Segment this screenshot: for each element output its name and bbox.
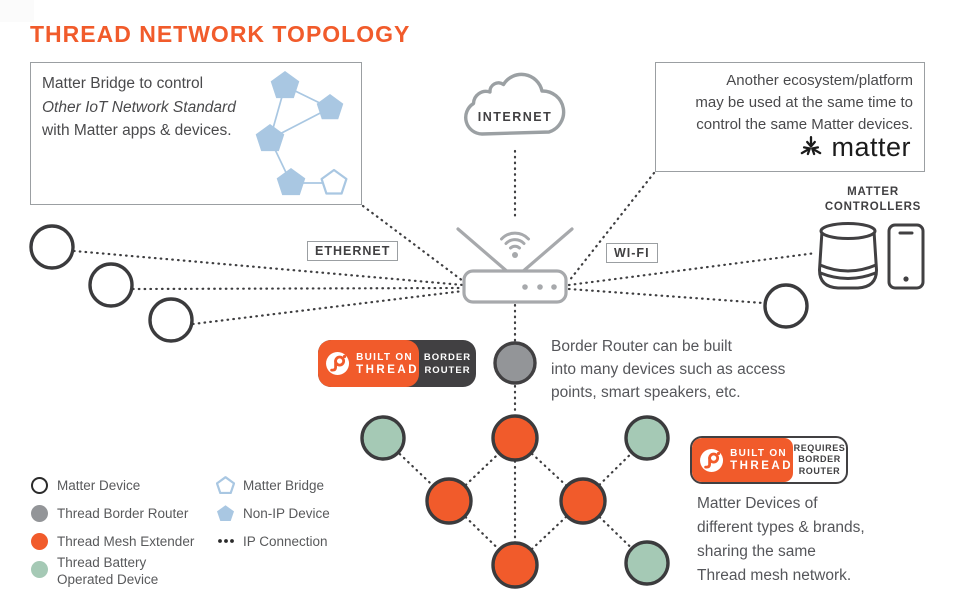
ecosystem-box-text: Another ecosystem/platform may be used a… — [655, 70, 913, 136]
eco-text-line2: may be used at the same time to — [695, 94, 913, 111]
badge-orange-section: BUILT ON THREAD — [692, 438, 793, 482]
matter-logo: matter — [797, 132, 911, 163]
matter-bridge-box-text: Matter Bridge to control Other IoT Netwo… — [42, 72, 236, 143]
matter-controllers-label: MATTER CONTROLLERS — [824, 186, 922, 213]
legend-label: Non-IP Device — [243, 506, 330, 521]
ethernet-label: ETHERNET — [307, 241, 399, 261]
legend-battery-device-icon — [31, 561, 48, 578]
legend-label: Matter Bridge — [243, 478, 325, 493]
legend-label: IP Connection — [243, 534, 328, 549]
bridge-text-line3: with Matter apps & devices. — [42, 122, 232, 139]
legend-matter-device-icon — [31, 477, 48, 494]
router-icon — [456, 227, 574, 304]
internet-label: INTERNET — [477, 110, 553, 124]
bridge-text-line2: Other IoT Network Standard — [42, 98, 236, 116]
legend-ip-connection-icon — [218, 539, 234, 543]
internet-cloud-icon — [464, 72, 566, 136]
legend-mesh-extender-icon — [31, 533, 48, 550]
bridge-text-line1: Matter Bridge to control — [42, 75, 204, 92]
built-on-thread-border-router-badge: BUILT ON THREAD BORDER ROUTER — [318, 340, 476, 387]
legend-label: Thread Mesh Extender — [57, 534, 195, 549]
thread-logo-icon — [326, 352, 350, 375]
border-router-note: Border Router can be built into many dev… — [551, 338, 786, 401]
page-title: THREAD NETWORK TOPOLOGY — [30, 21, 411, 47]
smartphone-icon — [887, 223, 925, 290]
legend-matter-bridge-icon — [216, 476, 235, 494]
badge-border-router-label: BORDER ROUTER — [423, 351, 472, 376]
badge-orange-section: BUILT ON THREAD — [318, 340, 419, 387]
wifi-label: WI-FI — [606, 243, 658, 263]
matter-logo-word: matter — [831, 132, 911, 162]
smart-speaker-icon — [817, 222, 879, 290]
built-on-thread-requires-badge: BUILT ON THREAD REQUIRES BORDER ROUTER — [690, 436, 848, 484]
eco-text-line3: control the same Matter devices. — [696, 116, 913, 133]
legend-border-router-icon — [31, 505, 48, 522]
thread-logo-icon — [700, 448, 724, 472]
legend-label: Thread Battery Operated Device — [57, 555, 159, 587]
thread-border-router-node — [493, 341, 537, 385]
corner-artifact — [0, 0, 34, 22]
mesh-note: Matter Devices of different types & bran… — [697, 495, 865, 584]
badge-requires-label: REQUIRES BORDER ROUTER — [793, 442, 846, 476]
matter-device-nodes — [29, 224, 809, 343]
legend-label: Matter Device — [57, 478, 141, 493]
legend-non-ip-device-icon — [217, 505, 234, 521]
thread-mesh-nodes — [360, 414, 670, 589]
legend-label: Thread Border Router — [57, 506, 189, 521]
eco-text-line1: Another ecosystem/platform — [726, 72, 913, 89]
ecosystem-box — [655, 62, 925, 172]
